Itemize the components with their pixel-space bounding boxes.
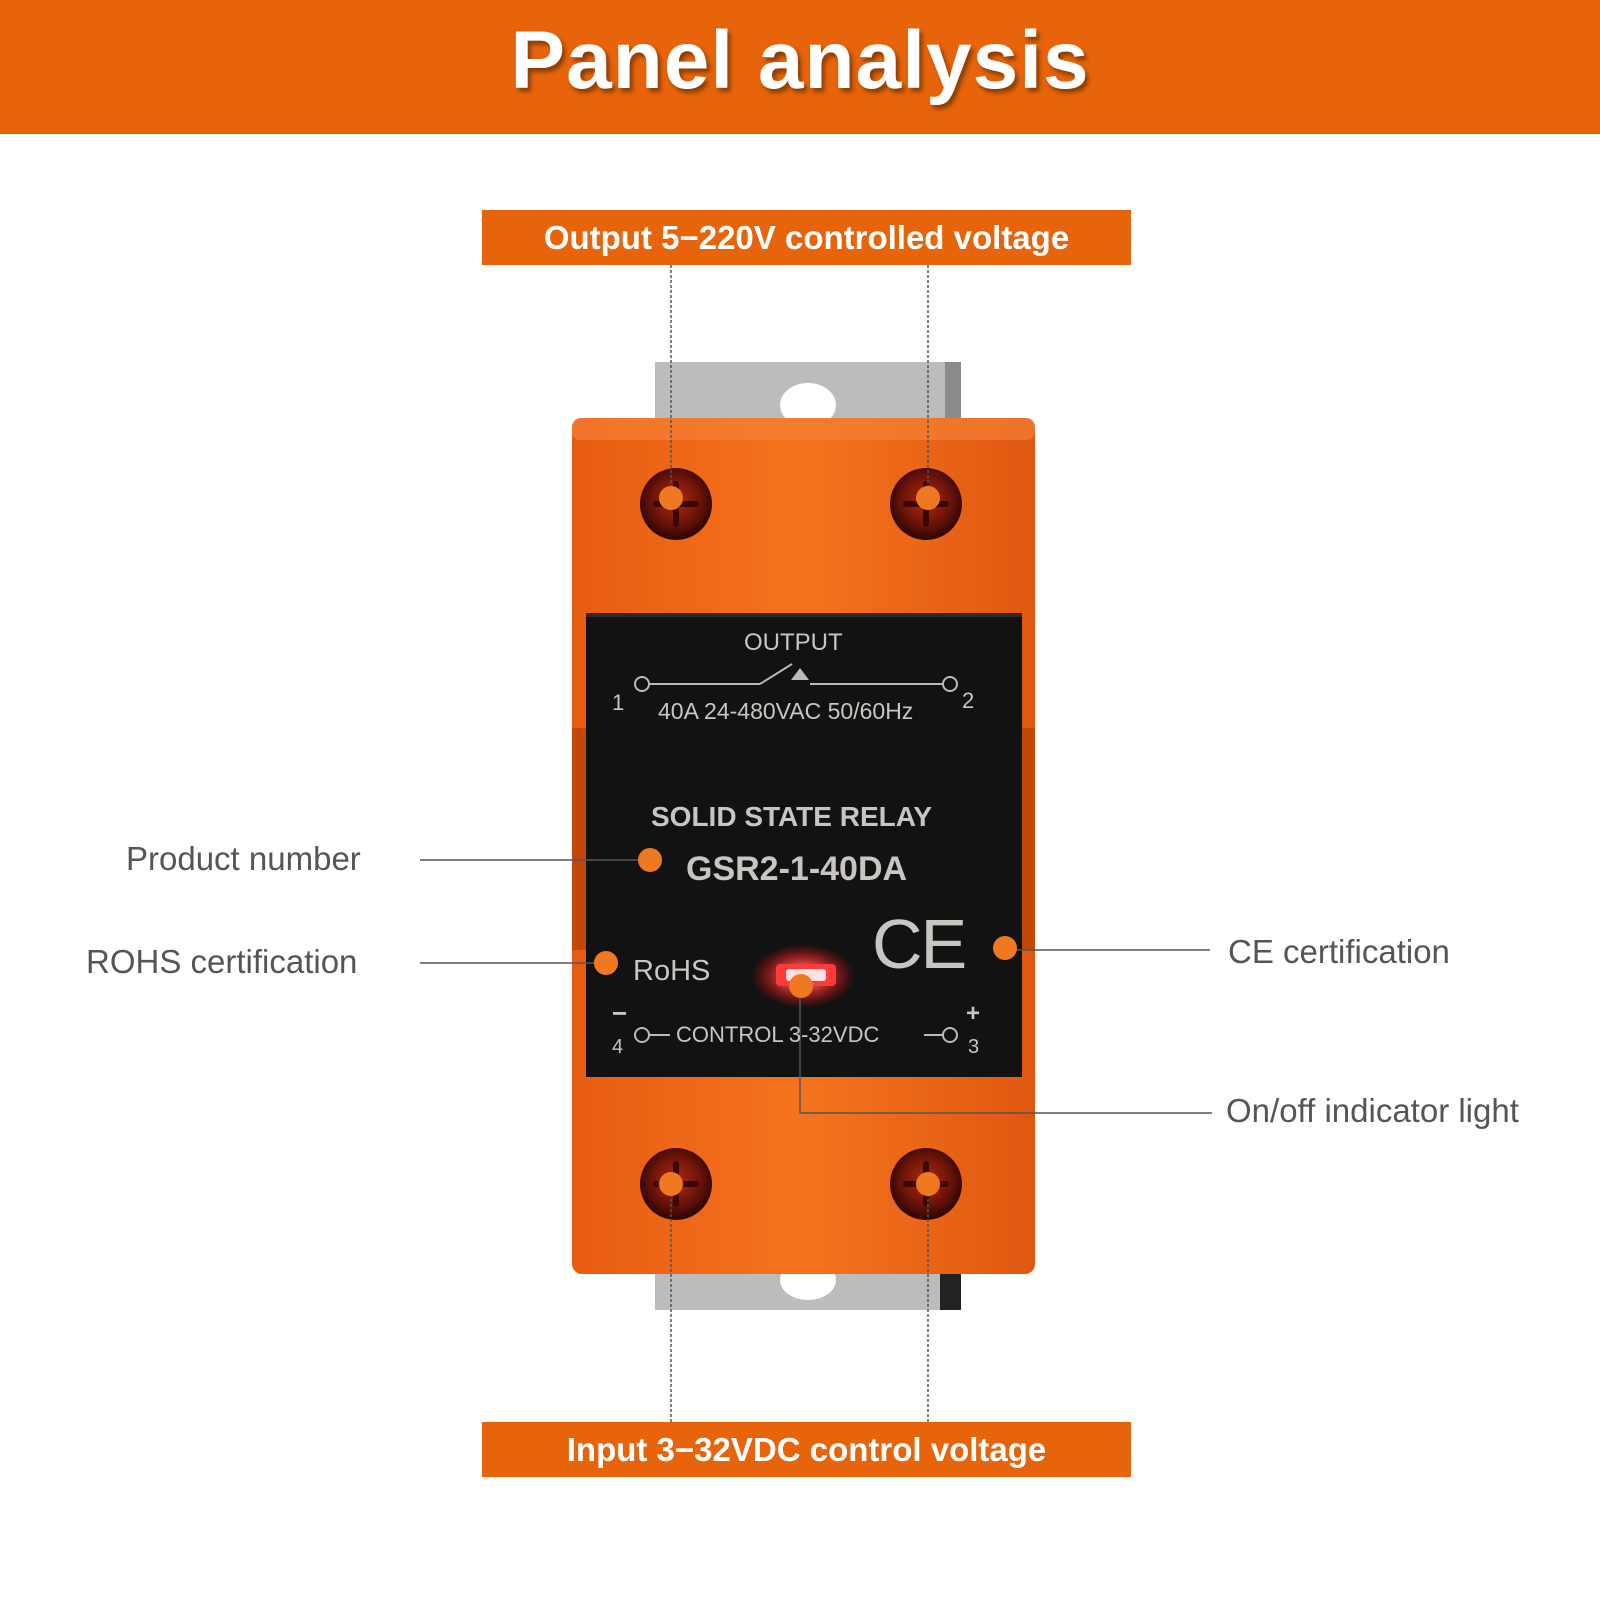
- page-title: Panel analysis: [510, 15, 1090, 106]
- leader-lines: [670, 265, 929, 1422]
- output-voltage-tag: Output 5−220V controlled voltage: [482, 210, 1131, 265]
- model-number-text: GSR2-1-40DA: [686, 850, 908, 888]
- minus-sign: −: [612, 998, 628, 1028]
- product-number-label: Product number: [126, 840, 361, 877]
- plus-sign: +: [966, 1000, 981, 1027]
- control-text: CONTROL 3-32VDC: [676, 1022, 880, 1047]
- terminal-1-label: 1: [612, 690, 625, 715]
- header-banner: Panel analysis: [0, 0, 1600, 134]
- input-voltage-tag: Input 3−32VDC control voltage: [482, 1422, 1131, 1477]
- ce-certification-label: CE certification: [1228, 933, 1450, 970]
- ce-mark: CE: [872, 905, 967, 983]
- relay-type-text: SOLID STATE RELAY: [651, 801, 933, 832]
- output-label: OUTPUT: [744, 629, 843, 656]
- callout-dots: [594, 486, 1017, 1196]
- rating-text: 40A 24-480VAC 50/60Hz: [658, 698, 914, 724]
- rohs-certification-label: ROHS certification: [86, 943, 358, 980]
- rohs-mark: RoHS: [633, 955, 711, 987]
- indicator-light-label: On/off indicator light: [1226, 1092, 1519, 1129]
- terminal-4-label: 4: [612, 1036, 624, 1058]
- terminal-2-label: 2: [962, 688, 975, 713]
- terminal-3-label: 3: [968, 1036, 980, 1058]
